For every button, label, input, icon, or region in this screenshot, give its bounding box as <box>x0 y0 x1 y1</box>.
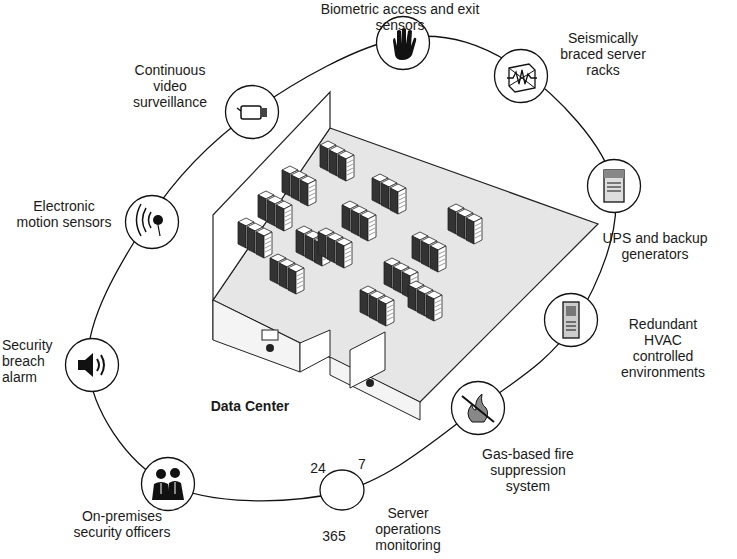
node-label: Security breach alarm <box>2 337 62 385</box>
circle-outline <box>450 380 506 436</box>
area-label: Data Center <box>205 398 295 415</box>
node-label: Redundant HVAC controlled environments <box>615 316 711 380</box>
node-label: 7 <box>352 456 372 472</box>
node-label: 24 <box>303 460 333 476</box>
node-label: Server operations monitoring <box>360 505 456 553</box>
circle-outline <box>224 84 280 140</box>
icon-circle: Seismically braced server racks <box>493 48 549 104</box>
node-label: Electronic motion sensors <box>16 198 112 230</box>
icon-circle: UPS and backup generators <box>586 158 642 214</box>
circle-outline <box>543 292 599 348</box>
node-label: UPS and backup generators <box>585 230 725 262</box>
node-label: Continuous video surveillance <box>121 62 219 110</box>
circle-outline <box>586 158 642 214</box>
circle-outline <box>140 456 196 512</box>
icon-circle: Continuous video surveillance <box>224 84 280 140</box>
node-label: Biometric access and exit sensors <box>315 1 485 33</box>
icon-circle: On-premises security officers <box>140 456 196 512</box>
icon-circle: Electronic motion sensors <box>124 194 180 250</box>
circle-outline <box>64 337 120 393</box>
circle-outline <box>493 48 549 104</box>
node-label: Seismically braced server racks <box>553 30 653 78</box>
circle-outline <box>124 194 180 250</box>
icon-circle: Redundant HVAC controlled environments <box>543 292 599 348</box>
node-label: 365 <box>317 528 351 544</box>
icon-circle: Gas-based fire suppression system <box>450 380 506 436</box>
icon-circle: Biometric access and exit sensors <box>375 15 431 71</box>
icon-circle: Security breach alarm <box>64 337 120 393</box>
node-label: On-premises security officers <box>57 508 187 540</box>
monitoring-loop: 247365Server operations monitoring <box>314 462 370 518</box>
node-label: Gas-based fire suppression system <box>473 446 583 494</box>
